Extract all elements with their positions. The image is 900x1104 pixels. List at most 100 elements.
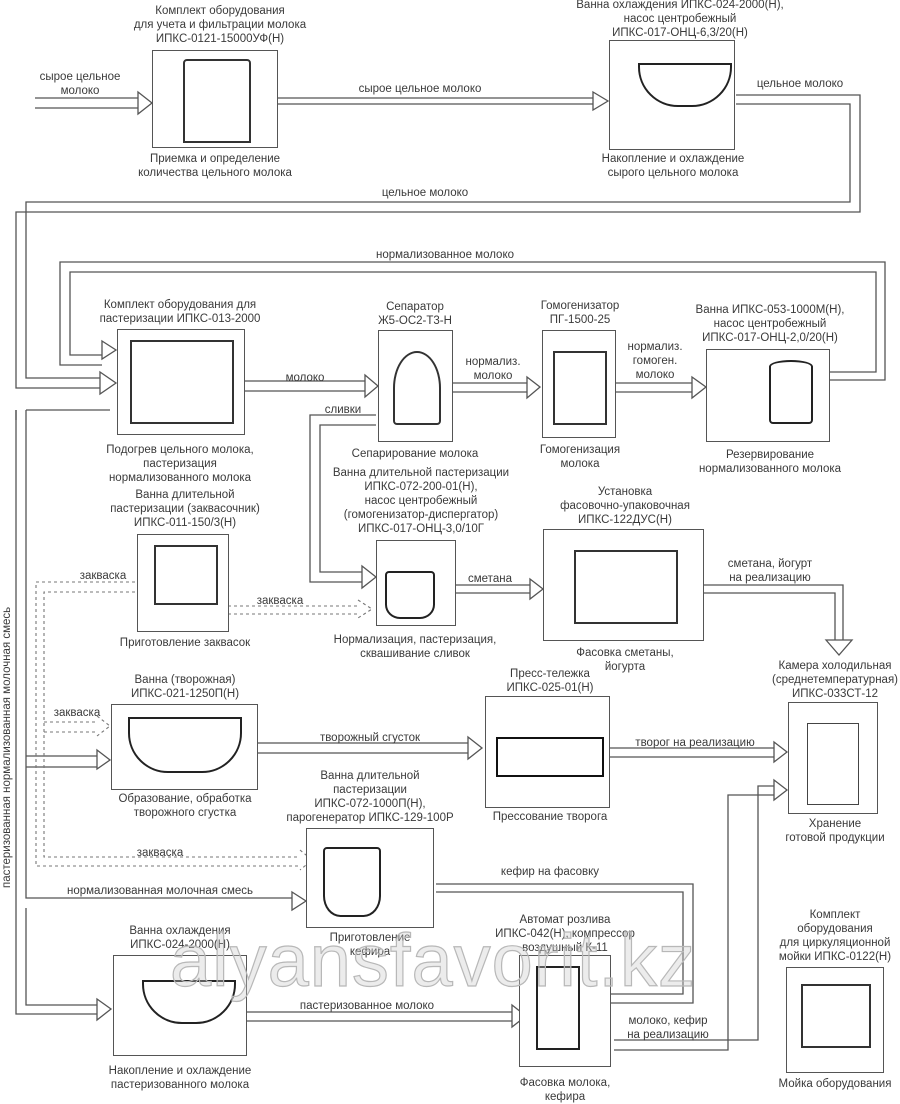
receiving-box[interactable] — [152, 50, 278, 148]
past-cooling-box[interactable] — [113, 955, 247, 1056]
bottling-box[interactable] — [519, 955, 611, 1067]
receiving-equipment: Комплект оборудования для учета и фильтр… — [133, 5, 307, 45]
pasteurizer-icon — [130, 340, 234, 424]
arrow-raw-to-cooling — [278, 90, 610, 112]
raw-cooling-process: Накопление и охлаждение сырого цельного … — [601, 153, 745, 179]
flow-sour-cream: сметана — [468, 573, 512, 585]
cip-process: Мойка оборудования — [778, 1078, 892, 1090]
flow-starter-to-cream: закваска — [256, 595, 304, 607]
pasteurizer-process: Подогрев цельного молока, пастеризация н… — [106, 444, 254, 484]
pasteurizer-box[interactable] — [117, 329, 245, 435]
kefir-vat-box[interactable] — [306, 828, 434, 928]
flow-curd-clot: творожный сгусток — [319, 732, 421, 744]
flow-starter-to-curd: закваска — [53, 707, 101, 719]
curd-vat-process: Образование, обработка творожного сгустк… — [118, 793, 252, 819]
flow-norm-to-homog: нормализ. молоко — [465, 356, 521, 382]
arrow-milk-to-separator — [245, 373, 380, 399]
cooling-tank-icon — [638, 63, 732, 107]
cold-room-box[interactable] — [788, 702, 878, 814]
homogenizer-equipment: Гомогенизатор ПГ-1500-25 — [540, 300, 620, 326]
past-cooling-equipment: Ванна охлаждения ИПКС-024-2000(Н) — [129, 925, 231, 951]
press-cart-icon — [496, 737, 604, 777]
arrow-to-past-cooling — [15, 410, 113, 1022]
curd-vat-equipment: Ванна (творожная) ИПКС-021-1250П(Н) — [130, 674, 240, 700]
cold-room-icon — [807, 723, 859, 805]
arrow-whole-milk-loop-inner — [25, 103, 851, 396]
flow-kefir-to-packing: кефир на фасовку — [500, 866, 600, 878]
arrow-norm-to-homog — [452, 375, 542, 400]
flow-curd-sale: творог на реализацию — [635, 737, 755, 749]
cold-room-process: Хранение готовой продукции — [785, 818, 885, 844]
curd-vat-icon — [128, 717, 242, 773]
dotted-starter-to-cream — [228, 599, 374, 619]
starter-equipment: Ванна длительной пастеризации (заквасочн… — [110, 489, 260, 529]
homogenizer-process: Гомогенизация молока — [539, 444, 621, 470]
starter-box[interactable] — [137, 534, 229, 632]
flow-starter-up: закваска — [79, 570, 127, 582]
pasteurization-vat-icon — [385, 571, 435, 619]
arrow-milk-kefir-sale — [614, 778, 789, 1051]
arrow-cream — [309, 414, 378, 590]
starter-vat-icon — [154, 545, 218, 605]
flow-homog-to-tank: нормализ. гомоген. молоко — [627, 341, 683, 381]
arrow-normalized-return-inner — [69, 271, 877, 373]
separator-process: Сепарирование молока — [351, 448, 479, 460]
arrow-whole-milk-loop — [15, 94, 861, 389]
arrow-curd-sale — [610, 740, 789, 764]
raw-cooling-box[interactable] — [609, 40, 735, 150]
bottling-equipment: Автомат розлива ИПКС-042(Н), компрессор … — [495, 914, 635, 954]
flow-whole-return: цельное молоко — [381, 187, 469, 199]
packing-machine-icon — [574, 550, 678, 624]
flow-vertical-left: пастеризованная нормализованная молочная… — [1, 606, 13, 888]
receiving-process: Приемка и определение количества цельног… — [138, 153, 292, 179]
reserve-tank-equipment: Ванна ИПКС-053-1000М(Н), насос центробеж… — [695, 304, 845, 344]
reserve-tank-process: Резервирование нормализованного молока — [698, 449, 842, 475]
cream-vat-process: Нормализация, пастеризация, сквашивание … — [333, 634, 497, 660]
homogenizer-box[interactable] — [542, 330, 616, 438]
kefir-vat-process: Приготовление кефира — [329, 932, 411, 958]
arrow-norm-mix — [25, 409, 308, 912]
flow-starter-to-kefir: закваска — [136, 847, 184, 859]
dotted-starter-up — [35, 581, 313, 871]
press-equipment: Пресс-тележка ИПКС-025-01(Н) — [506, 668, 594, 694]
filter-unit-icon — [183, 59, 251, 143]
cooling-tank-icon-2 — [142, 980, 236, 1024]
cip-equipment: Комплект оборудования для циркуляционной… — [778, 909, 892, 963]
raw-cooling-equipment: Ванна охлаждения ИПКС-024-2000(Н), насос… — [576, 0, 784, 39]
flow-whole-out: цельное молоко — [756, 78, 844, 90]
cream-vat-equipment: Ванна длительной пастеризации ИПКС-072-2… — [332, 467, 510, 535]
packing-equipment: Установка фасовочно-упаковочная ИПКС-122… — [560, 486, 690, 526]
flow-raw-to-cooling: сырое цельное молоко — [358, 83, 482, 95]
cip-box[interactable] — [786, 967, 884, 1073]
kefir-vat-equipment: Ванна длительной пастеризации ИПКС-072-1… — [286, 770, 454, 824]
flow-milk-kefir-sale: молоко, кефир на реализацию — [627, 1015, 709, 1041]
pasteurizer-equipment: Комплект оборудования для пастеризации И… — [99, 299, 261, 325]
flow-cream: сливки — [324, 404, 362, 416]
flow-normalized-return: нормализованное молоко — [375, 249, 515, 261]
curd-vat-box[interactable] — [111, 704, 258, 790]
packing-process: Фасовка сметаны, йогурта — [576, 647, 674, 673]
past-cooling-process: Накопление и охлаждение пастеризованного… — [108, 1065, 252, 1091]
arrow-sour-cream-sale — [704, 584, 854, 656]
cip-station-icon — [801, 984, 871, 1048]
press-box[interactable] — [485, 696, 610, 808]
reserve-tank-box[interactable] — [706, 349, 830, 442]
arrow-sour-cream — [455, 577, 545, 601]
separator-box[interactable] — [378, 330, 453, 442]
separator-equipment: Сепаратор Ж5-ОС2-Т3-Н — [378, 301, 452, 327]
arrow-homog-to-tank — [616, 375, 708, 400]
flow-pasteurized-milk: пастеризованное молоко — [299, 1000, 435, 1012]
storage-tank-icon — [769, 360, 813, 424]
dotted-starter-to-curd — [44, 715, 111, 737]
kefir-vat-icon — [323, 847, 381, 917]
arrow-normalized-return — [59, 261, 886, 381]
cream-vat-box[interactable] — [376, 540, 456, 626]
flow-milk: молоко — [285, 372, 325, 384]
flow-sour-cream-sale: сметана, йогурт на реализацию — [727, 558, 813, 584]
sour-cream-packing-box[interactable] — [543, 529, 704, 641]
flow-norm-mix: нормализованная молочная смесь — [67, 885, 253, 897]
separator-icon — [393, 351, 441, 425]
cold-room-equipment: Камера холодильная (среднетемпературная)… — [771, 660, 898, 700]
